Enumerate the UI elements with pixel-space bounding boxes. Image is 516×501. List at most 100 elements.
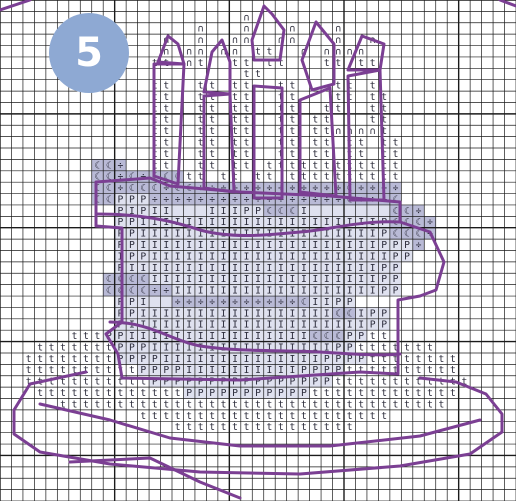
stitch-symbol: P	[209, 388, 215, 399]
stitch-symbol: P	[244, 206, 250, 217]
stitch-symbol: t	[324, 115, 330, 126]
stitch-symbol: t	[244, 411, 250, 422]
stitch-symbol: I	[198, 342, 204, 353]
stitch-symbol: P	[140, 354, 146, 365]
stitch-symbol: I	[232, 354, 238, 365]
stitch-symbol: t	[244, 81, 250, 92]
stitch-symbol: t	[232, 411, 238, 422]
stitch-symbol: t	[381, 399, 387, 410]
stitch-symbol: t	[393, 172, 399, 183]
stitch-symbol: I	[278, 354, 284, 365]
stitch-symbol: ☾	[106, 194, 112, 205]
stitch-symbol: P	[404, 240, 410, 251]
stitch-symbol: t	[416, 399, 422, 410]
stitch-symbol: t	[37, 354, 43, 365]
stitch-symbol: t	[370, 58, 376, 69]
stitch-symbol: t	[83, 399, 89, 410]
stitch-symbol: t	[312, 399, 318, 410]
stitch-symbol: I	[255, 354, 261, 365]
stitch-symbol: ☾	[267, 206, 273, 217]
stitch-symbol: t	[152, 399, 158, 410]
stitch-symbol: P	[140, 365, 146, 376]
stitch-symbol: I	[186, 308, 192, 319]
stitch-symbol: t	[209, 160, 215, 171]
stitch-symbol: I	[221, 240, 227, 251]
stitch-symbol: t	[358, 58, 364, 69]
stitch-symbol: I	[358, 274, 364, 285]
stitch-symbol: t	[72, 354, 78, 365]
stitch-symbol: t	[95, 342, 101, 353]
stitch-symbol: I	[312, 297, 318, 308]
stitch-symbol: t	[393, 160, 399, 171]
stitch-symbol: I	[175, 320, 181, 331]
stitch-symbol: I	[232, 206, 238, 217]
stitch-symbol: ÷	[209, 297, 215, 308]
stitch-symbol: t	[301, 172, 307, 183]
stitch-symbol: I	[301, 286, 307, 297]
stitch-symbol: I	[289, 251, 295, 262]
stitch-symbol: I	[221, 365, 227, 376]
stitch-symbol: I	[312, 308, 318, 319]
stitch-symbol: I	[358, 286, 364, 297]
stitch-symbol: P	[381, 274, 387, 285]
stitch-symbol: P	[163, 365, 169, 376]
stitch-symbol: I	[175, 274, 181, 285]
stitch-symbol: t	[347, 388, 353, 399]
stitch-symbol: ☾	[129, 183, 135, 194]
stitch-symbol: I	[324, 274, 330, 285]
stitch-symbol: I	[244, 342, 250, 353]
stitch-symbol: I	[267, 240, 273, 251]
stitch-symbol: I	[198, 274, 204, 285]
stitch-symbol: t	[370, 388, 376, 399]
stitch-symbol: I	[163, 274, 169, 285]
stitch-symbol: ☾	[393, 229, 399, 240]
stitch-symbol: P	[221, 388, 227, 399]
stitch-symbol: t	[267, 160, 273, 171]
stitch-symbol: t	[244, 126, 250, 137]
stitch-symbol: I	[232, 274, 238, 285]
stitch-symbol: t	[244, 160, 250, 171]
stitch-symbol: t	[416, 342, 422, 353]
stitch-symbol: t	[370, 399, 376, 410]
stitch-symbol: I	[358, 229, 364, 240]
stitch-symbol: P	[370, 308, 376, 319]
stitch-symbol: t	[186, 422, 192, 433]
stitch-symbol: t	[198, 411, 204, 422]
stitch-symbol: P	[335, 297, 341, 308]
stitch-symbol: t	[370, 160, 376, 171]
stitch-symbol: I	[209, 286, 215, 297]
stitch-symbol: t	[301, 160, 307, 171]
stitch-symbol: t	[370, 172, 376, 183]
stitch-symbol: t	[83, 354, 89, 365]
stitch-symbol: ∩	[335, 126, 341, 137]
stitch-symbol: t	[152, 388, 158, 399]
stitch-symbol: t	[324, 160, 330, 171]
stitch-symbol: t	[289, 422, 295, 433]
stitch-symbol: t	[26, 354, 32, 365]
stitch-symbol: t	[335, 160, 341, 171]
stitch-symbol: I	[186, 365, 192, 376]
stitch-symbol: I	[289, 286, 295, 297]
stitch-symbol: t	[26, 365, 32, 376]
stitch-symbol: I	[232, 286, 238, 297]
stitch-cell	[367, 205, 378, 216]
stitch-symbol: ∩	[244, 35, 250, 46]
stitch-symbol: t	[335, 388, 341, 399]
stitch-symbol: t	[232, 115, 238, 126]
stitch-symbol: I	[209, 240, 215, 251]
stitch-symbol: t	[289, 115, 295, 126]
stitch-symbol: I	[198, 251, 204, 262]
stitch-symbol: t	[267, 411, 273, 422]
stitch-symbol: P	[312, 377, 318, 388]
stitch-symbol: P	[335, 354, 341, 365]
stitch-symbol: t	[209, 411, 215, 422]
stitch-cell	[195, 205, 206, 216]
stitch-symbol: I	[152, 331, 158, 342]
stitch-symbol: t	[37, 365, 43, 376]
stitch-symbol: ÷	[289, 183, 295, 194]
stitch-symbol: t	[244, 138, 250, 149]
stitch-symbol: P	[255, 206, 261, 217]
stitch-symbol: I	[186, 286, 192, 297]
stitch-symbol: ☾	[106, 160, 112, 171]
stitch-symbol: t	[381, 388, 387, 399]
